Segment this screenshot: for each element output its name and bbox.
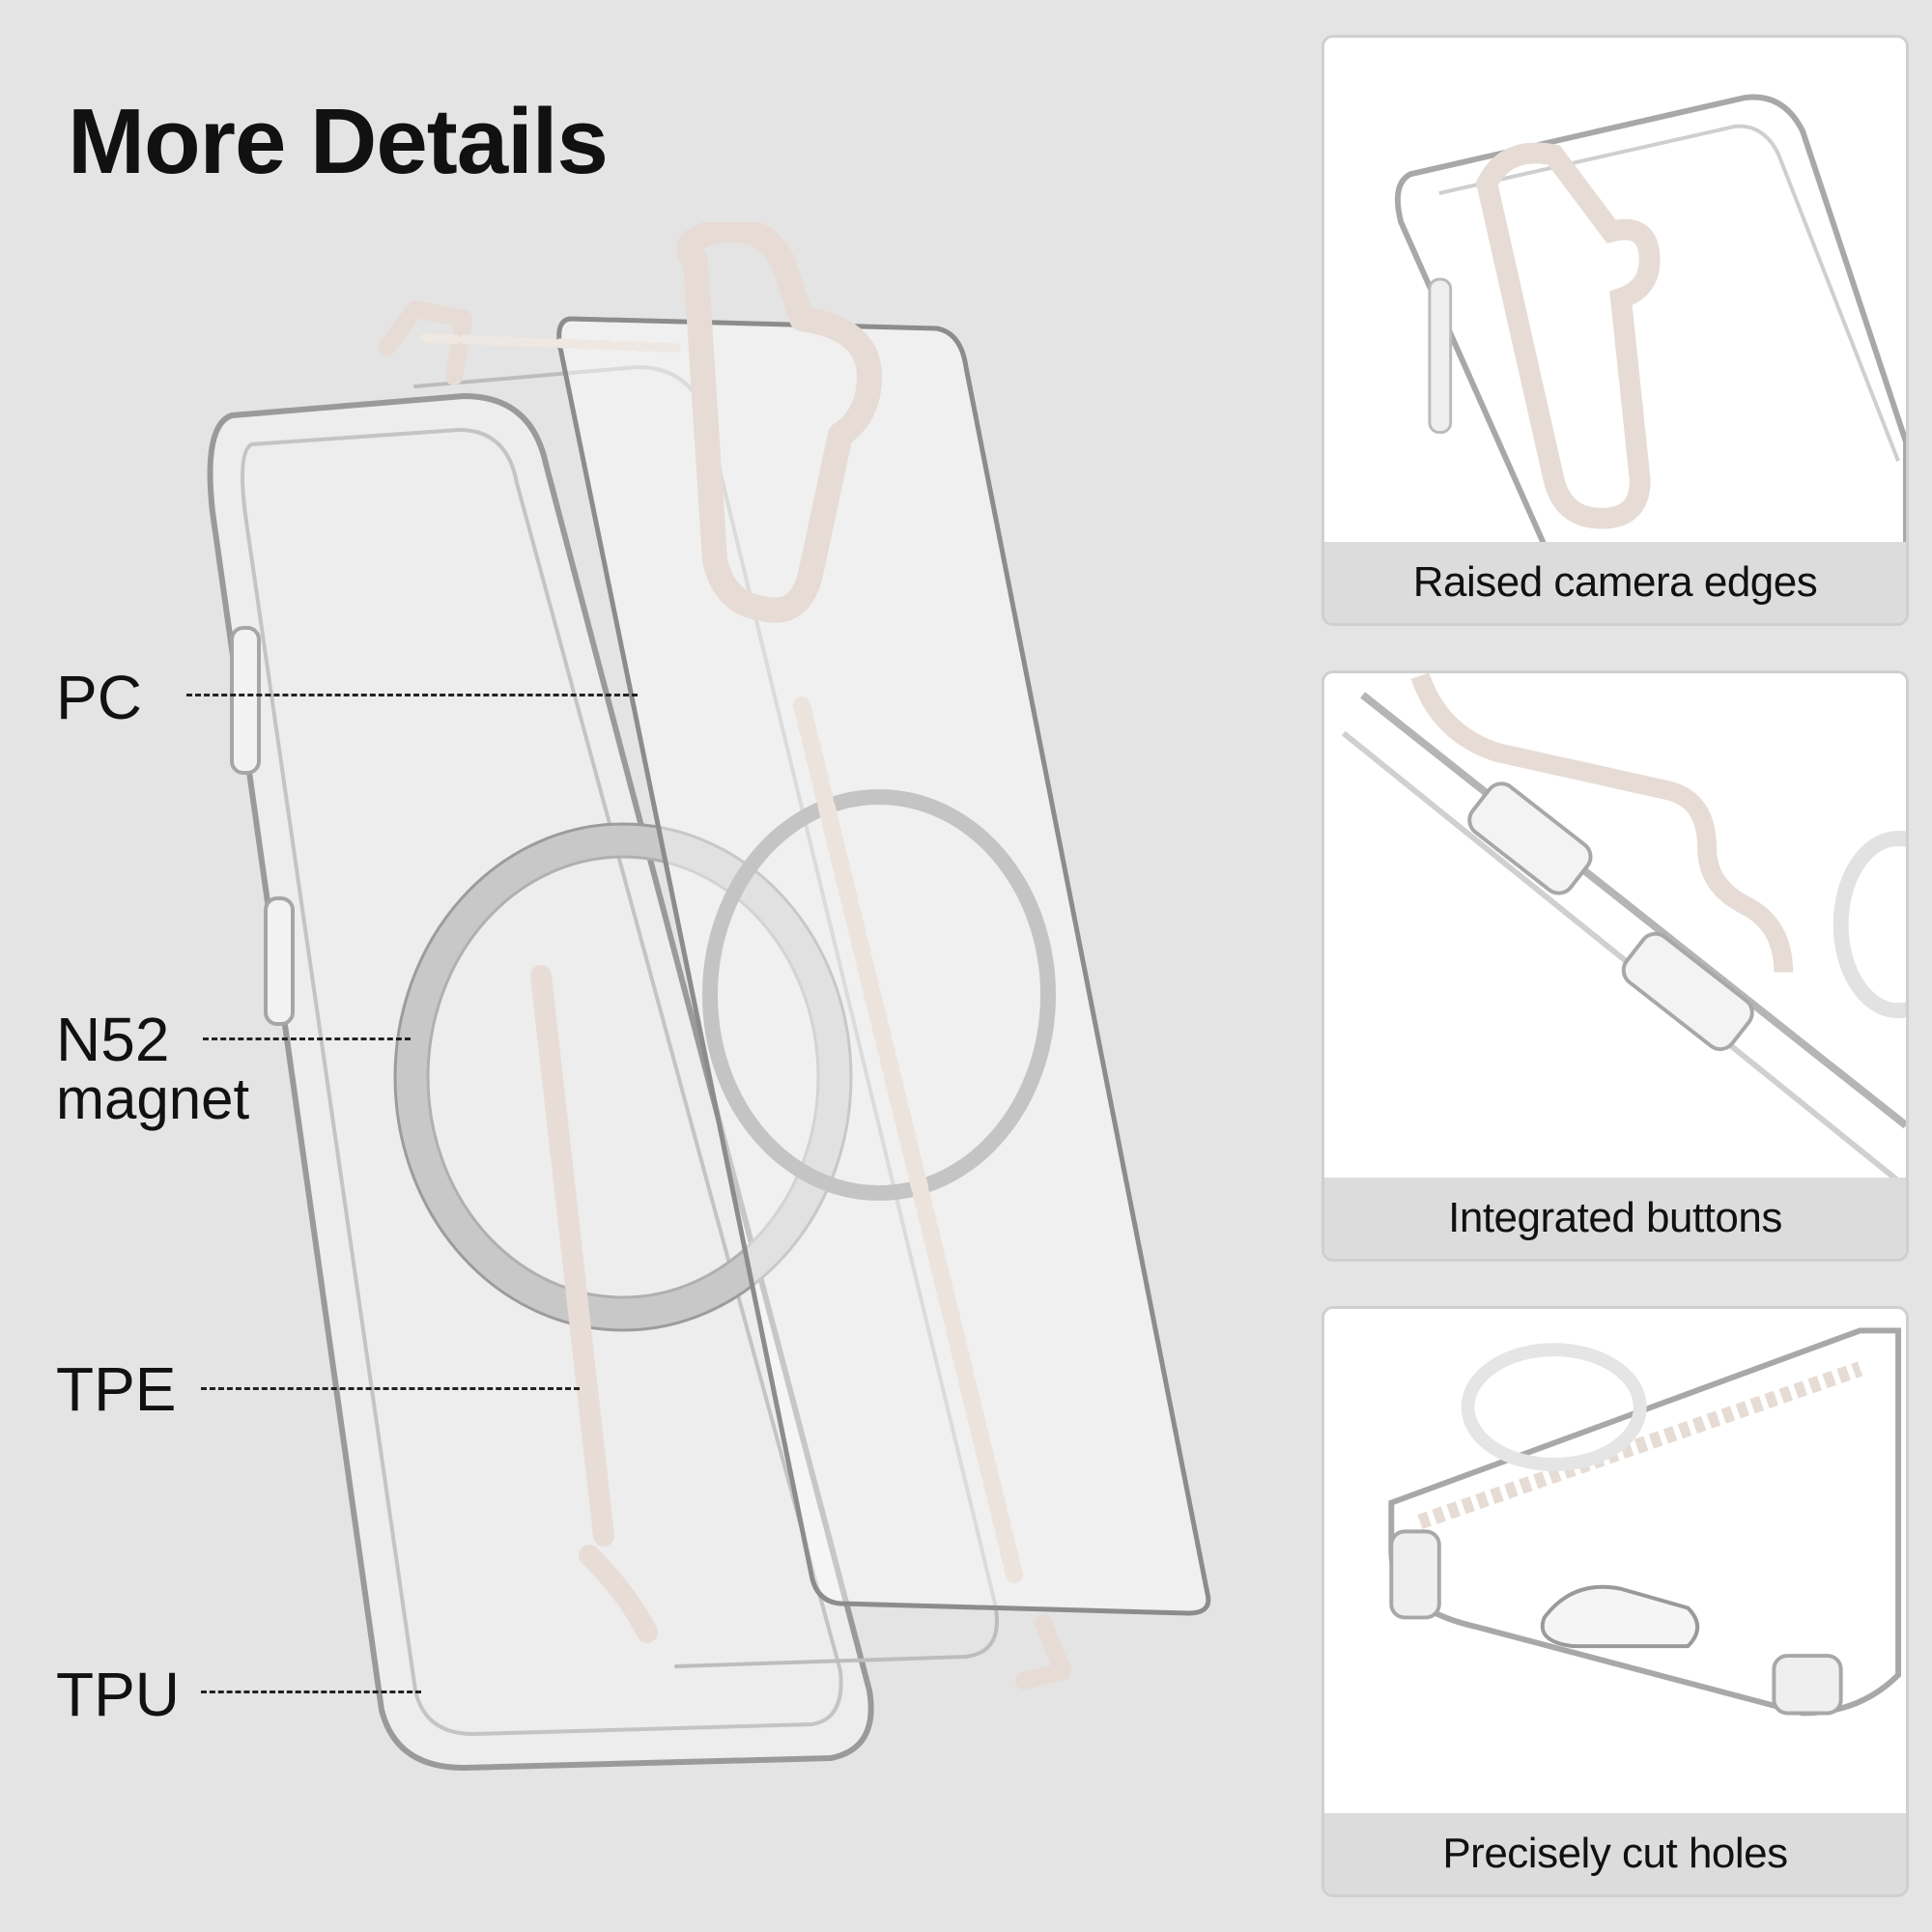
layer-label-tpu: TPU [56, 1663, 180, 1725]
feature-caption-cut-holes: Precisely cut holes [1324, 1813, 1906, 1894]
n52-magnet-ring [394, 824, 852, 1330]
layer-label-tpe-text: TPE [56, 1354, 177, 1424]
layer-label-tpu-text: TPU [56, 1660, 180, 1729]
page-title: More Details [68, 90, 609, 193]
leader-line-tpe [201, 1387, 580, 1390]
layer-label-n52-sub: magnet [56, 1066, 250, 1131]
leader-line-pc [186, 694, 638, 696]
feature-panel-integrated-buttons: Integrated buttons [1321, 670, 1909, 1262]
layer-label-tpe: TPE [56, 1358, 176, 1420]
leader-line-tpu [201, 1690, 421, 1693]
exploded-case-illustration [207, 222, 1211, 1771]
camera-edge-closeup-icon [1324, 40, 1906, 548]
port-cutout-closeup-icon [1324, 1311, 1906, 1817]
feature-caption-camera-edges: Raised camera edges [1324, 542, 1906, 623]
layer-label-pc-text: PC [56, 663, 142, 732]
leader-line-n52 [203, 1037, 411, 1040]
feature-panel-cut-holes: Precisely cut holes [1321, 1306, 1909, 1897]
pc-back-plate [556, 316, 1211, 1616]
layer-label-n52-text: N52 [56, 1005, 170, 1074]
feature-caption-integrated-buttons: Integrated buttons [1324, 1178, 1906, 1259]
layer-label-pc: PC [56, 667, 142, 728]
layer-label-n52: N52 magnet [56, 1009, 249, 1128]
button-closeup-icon [1324, 673, 1906, 1183]
tpe-camera-frame [676, 222, 882, 623]
feature-panel-camera-edges: Raised camera edges [1321, 35, 1909, 626]
